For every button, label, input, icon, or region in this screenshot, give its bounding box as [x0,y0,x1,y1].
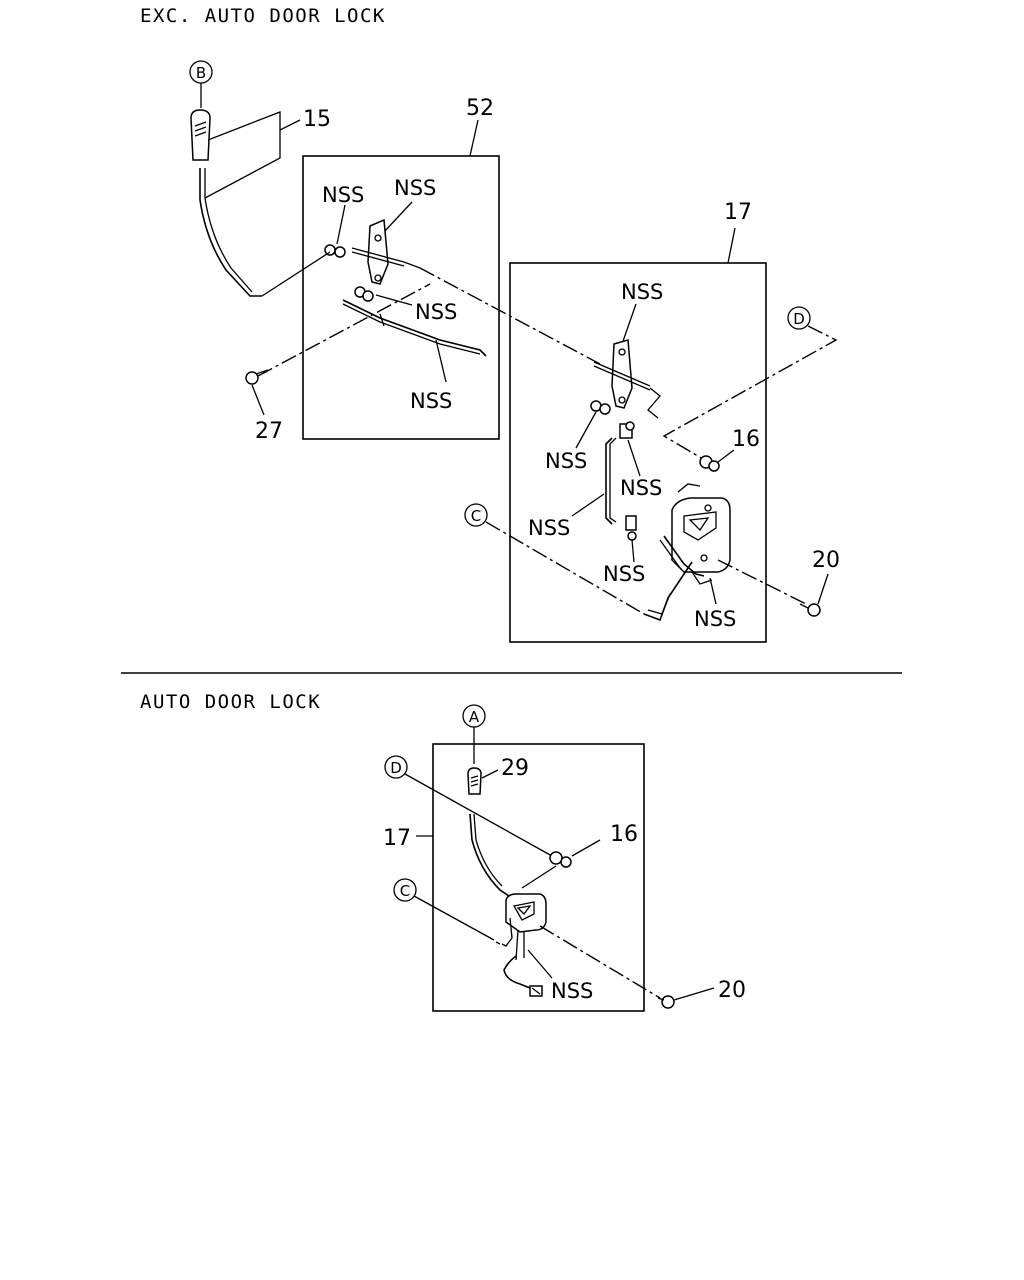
lock-knob-icon [190,109,211,161]
lock-rod [199,168,262,297]
nss-label: NSS [694,607,736,631]
svg-text:B: B [196,64,206,82]
nss-label: NSS [415,300,457,324]
screw-icon [245,369,269,385]
link-rod [342,299,487,357]
part-number-20: 20 [812,548,840,573]
nss-label: NSS [551,979,593,1003]
lock-assembly-box-17 [432,743,645,1012]
svg-text:D: D [793,310,805,328]
clip-icon [354,286,374,302]
door-lock-body-icon [495,893,547,961]
svg-text:C: C [471,507,481,525]
svg-text:A: A [469,708,480,726]
part-number-16: 16 [732,427,760,452]
nss-label: NSS [528,516,570,540]
clip-icon [619,421,635,439]
callout-b: B [189,60,213,84]
nss-label: NSS [545,449,587,473]
nss-label: NSS [322,183,364,207]
link-rod [605,437,613,525]
nss-label: NSS [620,476,662,500]
nss-label: NSS [621,280,663,304]
wire-harness [503,955,531,989]
section-title-exc-auto-door-lock: EXC. AUTO DOOR LOCK [140,5,386,27]
clip-icon [324,244,346,258]
clip-icon [590,400,611,415]
part-number-27: 27 [255,419,283,444]
clip-icon [625,515,637,541]
nss-label: NSS [410,389,452,413]
nss-label: NSS [603,562,645,586]
lock-bracket-icon [593,339,661,419]
lock-bracket-icon [351,218,421,285]
section-title-auto-door-lock: AUTO DOOR LOCK [140,691,321,713]
part-number-29: 29 [501,756,529,781]
lock-assembly-box-17 [509,262,767,643]
bolt-icon [549,851,572,868]
connector-icon [529,985,543,997]
callout-a: A [462,704,486,728]
door-lock-body-icon [659,483,731,585]
callout-d: D [787,306,811,330]
screw-icon [657,995,675,1009]
part-number-52: 52 [466,96,494,121]
callout-c: C [464,503,488,527]
nss-label: NSS [394,176,436,200]
bolt-icon [699,455,720,472]
lock-rod [469,813,513,899]
callout-d: D [384,755,408,779]
svg-text:D: D [390,759,402,777]
screw-icon [799,603,821,617]
part-number-17: 17 [724,200,752,225]
part-number-15: 15 [303,107,331,132]
callout-c: C [393,878,417,902]
part-number-17: 17 [383,826,411,851]
kit-box-52 [302,155,500,440]
part-number-16: 16 [610,822,638,847]
svg-text:C: C [400,882,410,900]
lock-knob-icon [467,767,482,795]
part-number-20: 20 [718,978,746,1003]
